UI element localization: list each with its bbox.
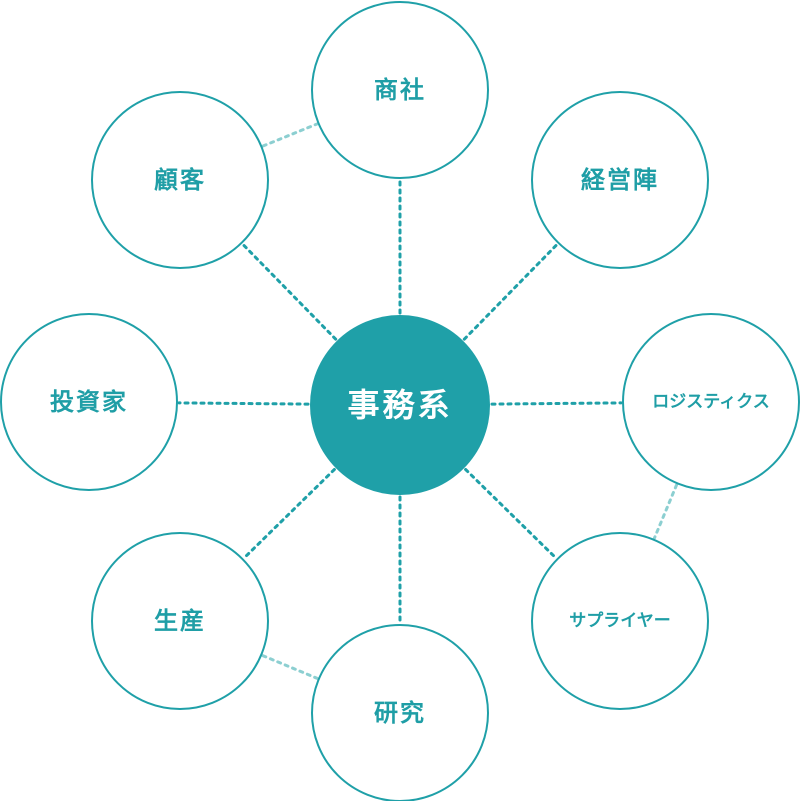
link-seisan-kenkyu xyxy=(261,654,319,680)
node-shosha: 商社 xyxy=(311,1,489,179)
node-kenkyu: 研究 xyxy=(311,624,489,801)
node-circle-shosha xyxy=(311,1,489,179)
spoke-logistics xyxy=(490,401,623,406)
node-label-logistics: ロジスティクス xyxy=(652,392,769,412)
node-circle-keieijin xyxy=(531,91,709,269)
hub-label: 事務系 xyxy=(347,386,452,424)
spoke-supplier xyxy=(464,468,558,560)
node-label-toshika: 投資家 xyxy=(50,388,128,416)
link-kokyaku-shosha xyxy=(261,122,319,148)
node-supplier: サプライヤー xyxy=(531,532,709,710)
node-circle-supplier xyxy=(531,532,709,710)
node-circle-toshika xyxy=(0,313,178,491)
spoke-toshika xyxy=(177,401,310,406)
node-circle-kenkyu xyxy=(311,624,489,801)
hub-circle xyxy=(310,315,490,495)
node-circle-seisan xyxy=(91,532,269,710)
node-label-kokyaku: 顧客 xyxy=(154,166,206,194)
spoke-keieijin xyxy=(462,242,559,341)
link-logistics-supplier xyxy=(653,483,678,540)
node-label-seisan: 生産 xyxy=(154,607,206,635)
node-circle-kokyaku xyxy=(91,91,269,269)
node-label-supplier: サプライヤー xyxy=(569,610,671,631)
spoke-kokyaku xyxy=(241,242,338,341)
node-keieijin: 経営陣 xyxy=(531,91,709,269)
hub-node: 事務系 xyxy=(310,315,490,495)
node-label-keieijin: 経営陣 xyxy=(581,166,659,194)
hub-spokes xyxy=(177,178,623,625)
node-label-kenkyu: 研究 xyxy=(374,699,426,727)
spoke-seisan xyxy=(242,468,336,560)
node-kokyaku: 顧客 xyxy=(91,91,269,269)
node-toshika: 投資家 xyxy=(0,313,178,491)
node-label-shosha: 商社 xyxy=(374,76,426,104)
secondary-links xyxy=(261,122,678,680)
node-circle-logistics xyxy=(622,313,800,491)
node-seisan: 生産 xyxy=(91,532,269,710)
node-logistics: ロジスティクス xyxy=(622,313,800,491)
